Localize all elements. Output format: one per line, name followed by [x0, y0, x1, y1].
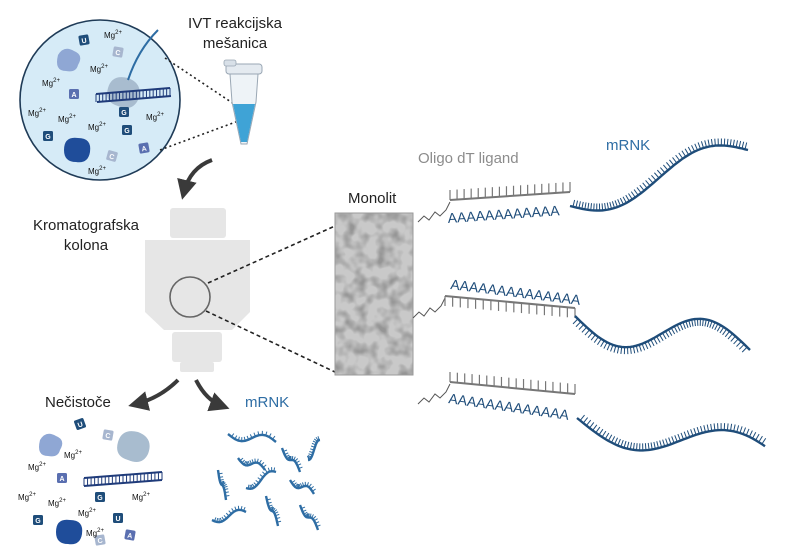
svg-text:U: U — [81, 38, 87, 46]
svg-text:A: A — [127, 533, 133, 541]
monolith-connector-bottom — [205, 310, 336, 373]
magnesium-ion-label: Mg2+ — [28, 108, 46, 118]
magnesium-ion-label: Mg2+ — [132, 492, 150, 502]
svg-text:C: C — [105, 433, 111, 441]
dsdna-icon — [83, 471, 163, 487]
svg-text:G: G — [124, 128, 130, 135]
arrow-to-column — [177, 158, 213, 200]
nucleotide-tag: A — [138, 142, 150, 154]
magnesium-ion-label: Mg2+ — [42, 78, 60, 88]
mrna-fragment — [280, 447, 303, 473]
magnesium-ion-label: Mg2+ — [88, 122, 106, 132]
magnesium-ion-label: Mg2+ — [58, 114, 76, 124]
svg-text:A: A — [59, 476, 64, 483]
impurities-label: Nečistoče — [45, 394, 111, 411]
mrna-fragment — [245, 467, 277, 491]
nucleotide-tag: G — [122, 125, 132, 135]
poly-a-tail: AAAAAAAAAAAAA — [448, 390, 571, 423]
oligo-dt-label: Oligo dT ligand — [418, 150, 519, 167]
magnesium-ion-label: Mg2+ — [18, 492, 36, 502]
nucleotide-tag: U — [78, 34, 90, 46]
column-label-line1: Kromatografska — [33, 217, 139, 234]
nucleotide-tag: C — [94, 534, 106, 546]
mrna-label-bottom: mRNK — [245, 394, 290, 411]
column-label-line2: kolona — [63, 237, 109, 254]
svg-text:C: C — [108, 153, 115, 161]
nucleotide-tag: G — [43, 131, 53, 141]
monolith-connector-top — [207, 225, 336, 284]
chromatography-column — [145, 208, 250, 372]
mrna-fragment — [298, 504, 321, 531]
magnesium-ion-label: Mg2+ — [64, 450, 82, 460]
oligo-dt-ligand — [412, 295, 576, 319]
mrna-fragment — [237, 457, 267, 471]
svg-text:G: G — [97, 495, 103, 502]
dsdna-icon — [95, 87, 172, 103]
nucleotide-tag: C — [112, 46, 124, 58]
mrna-strand — [569, 138, 749, 212]
nucleotide-tag: A — [69, 89, 79, 99]
magnesium-ion-label: Mg2+ — [28, 462, 46, 472]
nucleotide-tag: U — [74, 418, 86, 430]
ivt-mixture-label: IVT reakcijska mešanica — [188, 14, 282, 54]
mrna-fragment — [216, 469, 230, 501]
svg-text:U: U — [77, 421, 84, 429]
magnesium-ion-label: Mg2+ — [86, 528, 104, 538]
ivt-label-line1: IVT reakcijska — [188, 15, 282, 32]
poly-a-tail: AAAAAAAAAAAA — [447, 202, 561, 226]
monolith-image — [334, 212, 414, 376]
magnesium-ion-label: Mg2+ — [48, 498, 66, 508]
zoom-connector-bottom — [159, 119, 242, 151]
monolith-label: Monolit — [348, 190, 397, 207]
svg-text:U: U — [115, 516, 120, 523]
mrna-fragment — [227, 430, 277, 443]
polymerase-icon — [117, 431, 150, 462]
eppendorf-tube-icon — [223, 59, 263, 145]
ivt-label-line2: mešanica — [202, 35, 268, 52]
free-mrna-group — [211, 430, 321, 531]
magnesium-ion-label: Mg2+ — [90, 64, 108, 74]
nucleotide-tag: C — [106, 150, 118, 162]
svg-text:C: C — [115, 50, 121, 58]
rna-strand-icon — [127, 29, 159, 81]
magnesium-ion-label: Mg2+ — [88, 166, 106, 176]
oligo-dt-ligand — [417, 182, 571, 223]
svg-text:G: G — [45, 134, 51, 141]
nucleotide-tag: G — [119, 107, 129, 117]
svg-text:G: G — [35, 518, 41, 525]
magnesium-ion-label: Mg2+ — [146, 112, 164, 122]
nucleotide-tag: G — [33, 515, 43, 525]
mrna-fragment — [211, 505, 247, 524]
protein-icon — [56, 519, 83, 545]
column-zoom-circle — [169, 276, 211, 318]
nucleotide-tag: A — [124, 529, 136, 541]
mrna-strand — [576, 414, 767, 452]
nucleotide-tag: A — [57, 473, 67, 483]
arrow-to-mrna — [194, 379, 230, 412]
svg-text:G: G — [121, 110, 127, 117]
svg-text:A: A — [141, 146, 147, 154]
mrna-label-top: mRNK — [606, 137, 651, 154]
magnesium-ion-label: Mg2+ — [104, 30, 122, 40]
mrna-fragment — [264, 495, 282, 527]
magnesium-ion-label: Mg2+ — [78, 508, 96, 518]
nucleotide-tag: U — [113, 513, 123, 523]
nucleotide-tag: G — [95, 492, 105, 502]
enzyme-icon — [39, 433, 63, 457]
arrow-to-impurities — [128, 378, 180, 411]
column-label: Kromatografska kolona — [33, 216, 139, 256]
enzyme-icon — [57, 48, 81, 72]
ivt-zoom-circle: U G A G G C A C Mg2+ Mg2+ Mg2+ Mg2+ Mg2+ Mg2+ Mg2+ Mg2… — [19, 19, 181, 181]
svg-text:C: C — [97, 538, 103, 546]
mrna-strand — [572, 315, 751, 355]
protein-icon — [64, 137, 91, 163]
mrna-fragment — [288, 479, 316, 495]
oligo-dt-ligand — [417, 372, 576, 405]
nucleotide-tag: C — [102, 429, 114, 441]
mrna-fragment — [306, 436, 321, 462]
svg-text:A: A — [71, 92, 76, 99]
impurities-group: C A G G U A C U Mg2+ Mg2+ Mg2+ Mg2+ Mg2+ Mg2+ Mg2+ — [18, 418, 163, 546]
